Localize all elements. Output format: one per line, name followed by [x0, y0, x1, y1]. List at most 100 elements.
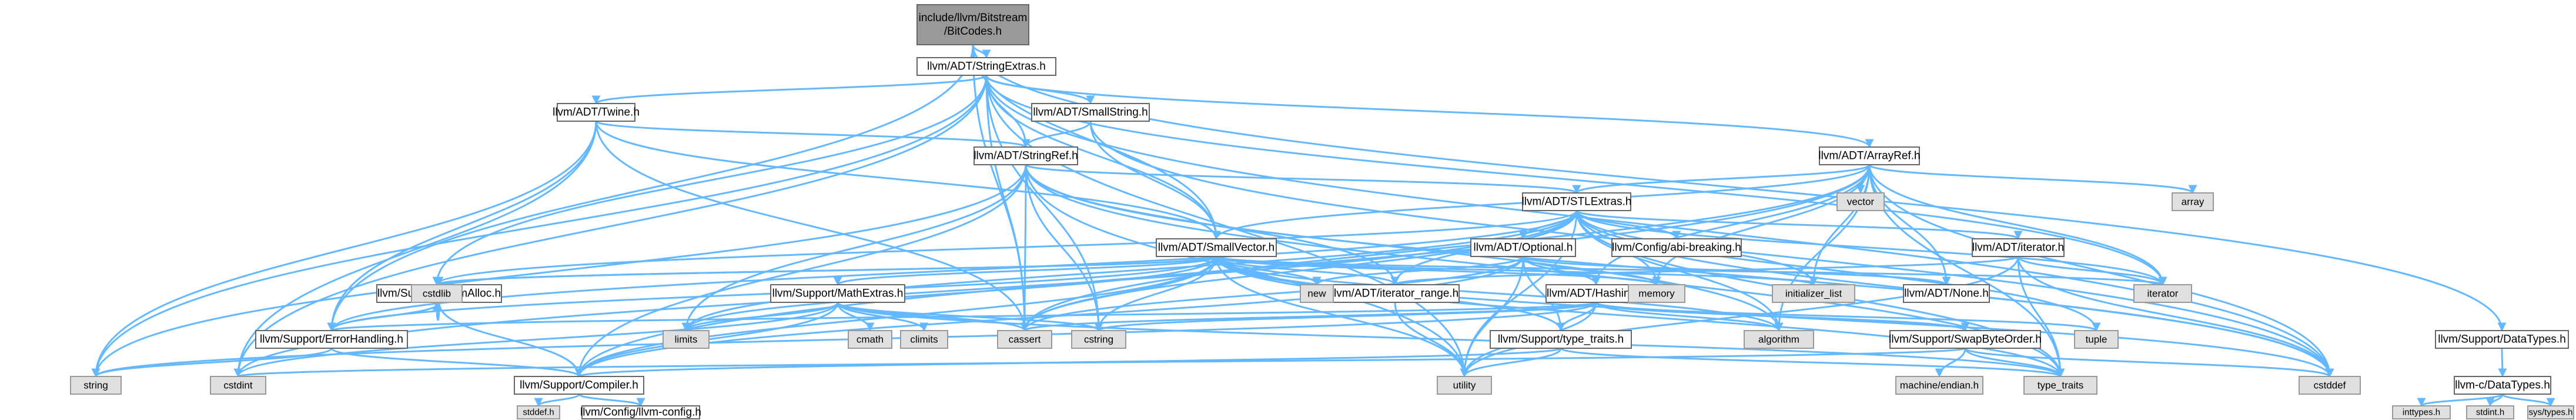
edge-bitcodes-to-stringextras [972, 44, 991, 59]
node-label-line: /BitCodes.h [944, 25, 1002, 38]
node-box [1972, 238, 2065, 257]
edge-stlextras-to-errorhandling [327, 210, 1578, 332]
node-stringref[interactable]: llvm/ADT/StringRef.h [973, 146, 1078, 165]
edge-datatypes-to-cdatatypes [2498, 348, 2507, 378]
node-box [900, 330, 948, 349]
node-cdatatypes[interactable]: llvm-c/DataTypes.h [2454, 376, 2551, 395]
node-compiler[interactable]: llvm/Support/Compiler.h [514, 376, 644, 395]
edge-mathextras-to-s-climits [837, 302, 929, 332]
node-twine[interactable]: llvm/ADT/Twine.h [553, 103, 640, 122]
node-s-inttypes[interactable]: inttypes.h [2392, 405, 2451, 419]
node-box [2527, 405, 2574, 419]
node-llvmconfig[interactable]: llvm/Config/llvm-config.h [580, 405, 701, 419]
node-s-string[interactable]: string [70, 376, 122, 395]
node-s-array[interactable]: array [2172, 192, 2214, 211]
node-datatypes[interactable]: llvm/Support/DataTypes.h [2435, 330, 2569, 349]
node-s-cstddef[interactable]: cstddef [2299, 376, 2361, 395]
node-label: llvm/ADT/StringRef.h [973, 150, 1078, 162]
edge-arrayref-to-hashing [1591, 164, 1871, 286]
edge-smallvector-to-iterrange [1215, 256, 1400, 286]
node-label: algorithm [1758, 334, 1799, 345]
node-label: utility [1453, 380, 1476, 391]
node-label: llvm/ADT/Hashing.h [1547, 288, 1645, 300]
node-smallvector[interactable]: llvm/ADT/SmallVector.h [1156, 238, 1277, 257]
edge-stlextras-to-iterator [1575, 209, 2023, 240]
edge-optional-to-hashing [1522, 256, 1601, 286]
node-mathextras[interactable]: llvm/Support/MathExtras.h [770, 284, 905, 303]
node-label: llvm-c/DataTypes.h [2455, 379, 2550, 392]
node-box [2435, 330, 2569, 349]
node-s-typetraits[interactable]: type_traits [2023, 376, 2097, 395]
node-s-cstdlib[interactable]: cstdlib [411, 284, 463, 303]
node-s-limits[interactable]: limits [663, 330, 710, 349]
node-box [1611, 238, 1742, 257]
node-optional[interactable]: llvm/ADT/Optional.h [1470, 238, 1576, 257]
node-s-stdinth[interactable]: stdint.h [2466, 405, 2514, 419]
node-s-cstdint[interactable]: cstdint [210, 376, 266, 395]
edge-cdatatypes-to-s-systypes [2501, 393, 2555, 407]
node-box [2299, 376, 2361, 395]
node-iterator[interactable]: llvm/ADT/iterator.h [1972, 238, 2065, 257]
node-box [1522, 192, 1631, 211]
node-stringextras[interactable]: llvm/ADT/StringExtras.h [916, 57, 1056, 76]
node-s-climits[interactable]: climits [900, 330, 948, 349]
node-none[interactable]: llvm/ADT/None.h [1903, 284, 1990, 303]
node-label: cstring [1084, 334, 1113, 345]
node-s-new[interactable]: new [1300, 284, 1334, 303]
edge-iterator-to-s-iterator [2017, 256, 2167, 286]
edge-stringextras-to-s-cstdint [233, 75, 988, 378]
node-label: cassert [1009, 334, 1041, 345]
node-s-stddef[interactable]: stddef.h [517, 405, 560, 419]
node-label: memory [1638, 288, 1675, 299]
node-label: llvm/ADT/ArrayRef.h [1818, 150, 1920, 162]
node-box [255, 330, 408, 349]
node-s-cmath[interactable]: cmath [848, 330, 892, 349]
edge-arrayref-to-s-array [1868, 164, 2197, 194]
node-iterrange[interactable]: llvm/ADT/iterator_range.h [1330, 284, 1460, 303]
node-s-vector[interactable]: vector [1836, 192, 1885, 211]
edge-swapbyteorder-to-s-cstddef [1964, 347, 2334, 378]
node-box [210, 376, 266, 395]
edge-stringref-to-s-limits [681, 164, 1027, 332]
edge-mathextras-to-s-limits [681, 302, 839, 332]
node-s-tuple[interactable]: tuple [2074, 330, 2119, 349]
node-box [1903, 284, 1990, 303]
node-typetraits[interactable]: llvm/Support/type_traits.h [1490, 330, 1632, 349]
node-label: cstdlib [423, 288, 451, 299]
node-arrayref[interactable]: llvm/ADT/ArrayRef.h [1818, 146, 1921, 165]
node-s-initlist[interactable]: initializer_list [1772, 284, 1855, 303]
node-box [1490, 330, 1632, 349]
edge-arrayref-to-s-vector [1856, 164, 1871, 194]
node-s-systypes[interactable]: sys/types.h [2527, 405, 2574, 419]
edge-compiler-to-llvmconfig [578, 393, 645, 407]
node-s-algorithm[interactable]: algorithm [1744, 330, 1814, 349]
node-abibreaking[interactable]: llvm/Config/abi-breaking.h [1611, 238, 1742, 257]
node-s-endian[interactable]: machine/endian.h [1895, 376, 1983, 395]
node-errorhandling[interactable]: llvm/Support/ErrorHandling.h [255, 330, 408, 349]
edge-stlextras-to-s-cstdlib [432, 210, 1578, 286]
node-box [973, 146, 1078, 165]
node-s-iterator[interactable]: iterator [2133, 284, 2192, 303]
edge-twine-to-s-cstdint [233, 121, 597, 378]
node-box [2023, 376, 2097, 395]
node-box [1744, 330, 1814, 349]
node-s-cassert[interactable]: cassert [997, 330, 1052, 349]
node-label: llvm/Config/abi-breaking.h [1612, 242, 1741, 254]
node-label: llvm/ADT/Twine.h [553, 106, 640, 119]
node-label: type_traits [2038, 380, 2083, 391]
node-label: stdint.h [2476, 408, 2504, 418]
edge-hashing-to-s-string [92, 301, 1597, 378]
node-s-cstring[interactable]: cstring [1071, 330, 1126, 349]
node-box [1330, 284, 1460, 303]
edge-smallstring-to-stringref [1021, 121, 1092, 148]
node-stlextras[interactable]: llvm/ADT/STLExtras.h [1522, 192, 1632, 211]
node-box [1031, 103, 1150, 122]
edge-iterator-to-s-cstddef [2017, 256, 2334, 378]
node-box [1300, 284, 1334, 303]
node-s-memory[interactable]: memory [1628, 284, 1685, 303]
node-swapbyteorder[interactable]: llvm/Support/SwapByteOrder.h [1889, 330, 2042, 349]
node-label: llvm/ADT/SmallString.h [1033, 106, 1148, 119]
node-smallstring[interactable]: llvm/ADT/SmallString.h [1031, 103, 1150, 122]
node-s-utility[interactable]: utility [1437, 376, 1492, 395]
node-box [1772, 284, 1855, 303]
